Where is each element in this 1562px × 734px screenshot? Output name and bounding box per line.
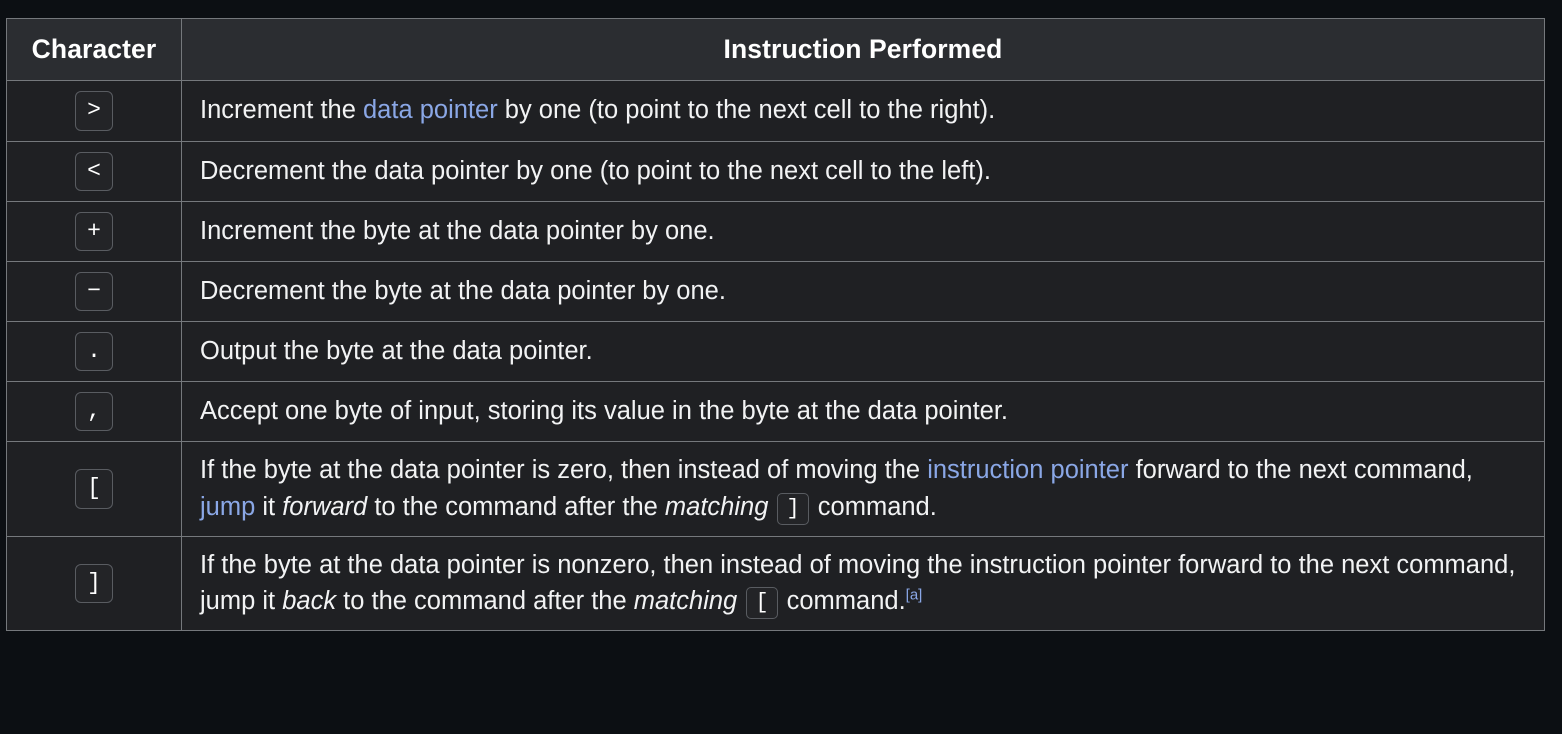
inline-code-chip: ] (777, 492, 809, 525)
instruction-text: If the byte at the data pointer is nonze… (200, 550, 1516, 616)
instruction-text: Decrement the byte at the data pointer b… (200, 276, 726, 305)
instruction-text: command. (810, 492, 937, 521)
command-character-code: > (75, 91, 113, 131)
command-character-code: ] (75, 563, 113, 604)
character-cell: . (6, 321, 182, 383)
instruction-text (768, 493, 775, 521)
command-character-code: − (75, 271, 113, 312)
instruction-text: to the command after the (367, 492, 665, 521)
instruction-cell: If the byte at the data pointer is nonze… (181, 535, 1545, 632)
instruction-text: command. (779, 587, 906, 616)
table-body: > Increment the data pointer by one (to p… (6, 80, 1545, 632)
table-row: > Increment the data pointer by one (to p… (6, 80, 1545, 142)
instruction-text: Decrement the data pointer by one (to po… (200, 156, 991, 185)
instruction-text: by one (to point to the next cell to the… (497, 96, 996, 125)
command-character-code: + (75, 211, 113, 251)
table-row: < Decrement the data pointer by one (to p… (6, 140, 1545, 202)
emphasis-text: matching (633, 587, 738, 616)
instruction-text: Increment the (200, 96, 363, 125)
emphasis-text: forward (282, 492, 368, 521)
inline-code-chip: [ (746, 587, 778, 620)
instruction-cell: Output the byte at the data pointer. (181, 321, 1545, 383)
table-row: [ If the byte at the data pointer is zero… (6, 441, 1545, 537)
instruction-text: Accept one byte of input, storing its va… (200, 397, 1009, 426)
footnote-reference[interactable]: [a] (906, 587, 923, 604)
instruction-text: it (255, 492, 283, 521)
character-cell: ] (6, 535, 182, 632)
column-header-character: Character (6, 17, 182, 82)
table-row: , Accept one byte of input, storing its v… (6, 381, 1545, 443)
instruction-text: forward to the next command, (1128, 456, 1473, 485)
character-cell: [ (6, 441, 182, 537)
emphasis-text: matching (664, 492, 769, 521)
instruction-cell: Increment the data pointer by one (to po… (181, 80, 1545, 142)
footnote-link[interactable]: [a] (905, 586, 923, 604)
table-row: + Increment the byte at the data pointer … (6, 200, 1545, 262)
instruction-cell: Accept one byte of input, storing its va… (181, 381, 1545, 443)
table-row: . Output the byte at the data pointer. (6, 321, 1545, 383)
instruction-cell: Decrement the data pointer by one (to po… (181, 140, 1545, 202)
instruction-cell: Decrement the byte at the data pointer b… (181, 260, 1545, 323)
table-header: Character Instruction Performed (6, 17, 1545, 82)
character-cell: + (6, 200, 182, 262)
instruction-text: Increment the byte at the data pointer b… (200, 216, 715, 245)
inline-link[interactable]: data pointer (363, 96, 498, 125)
instruction-text (737, 587, 744, 615)
instruction-text: If the byte at the data pointer is zero,… (200, 456, 928, 485)
command-character-code: [ (75, 469, 113, 509)
table-header-row: Character Instruction Performed (6, 17, 1545, 82)
character-cell: − (6, 260, 182, 323)
column-header-instruction: Instruction Performed (181, 17, 1545, 82)
instruction-text: Output the byte at the data pointer. (200, 337, 593, 365)
instruction-cell: Increment the byte at the data pointer b… (181, 200, 1545, 262)
instruction-cell: If the byte at the data pointer is zero,… (181, 441, 1545, 537)
table-row: ] If the byte at the data pointer is nonz… (6, 535, 1545, 632)
instruction-text: to the command after the (336, 587, 634, 616)
table-row: − Decrement the byte at the data pointer … (6, 260, 1545, 323)
character-cell: < (6, 140, 182, 202)
character-cell: , (6, 381, 182, 443)
character-cell: > (6, 80, 182, 142)
inline-link[interactable]: instruction pointer (927, 456, 1129, 485)
emphasis-text: back (282, 587, 337, 616)
inline-link[interactable]: jump (200, 492, 256, 521)
command-character-code: , (75, 392, 113, 432)
command-character-code: . (75, 332, 113, 372)
command-character-code: < (75, 151, 113, 191)
brainfuck-commands-table: Character Instruction Performed > Increme… (6, 17, 1545, 632)
